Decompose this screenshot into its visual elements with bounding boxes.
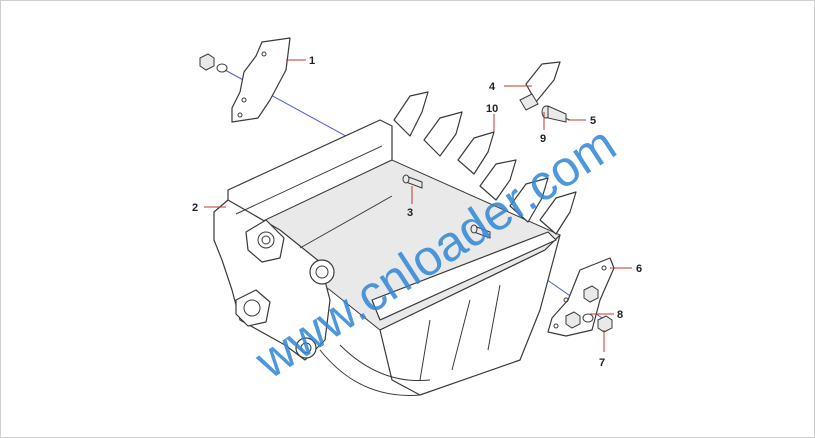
callout-1: 1 [309,55,315,67]
callout-10: 10 [486,103,498,115]
nut-washer-left [199,53,228,73]
tooth-assembly-detail [519,61,571,123]
callout-8: 8 [617,309,623,321]
linkage-boss-upper [245,219,285,263]
pin-boss-front [295,259,335,359]
leader-lines [204,59,632,352]
callout-6: 6 [636,263,642,275]
side-cutter-right [547,257,615,337]
teeth-row [393,91,577,235]
bucket-body [213,119,561,396]
callout-7: 7 [599,357,605,369]
callout-4: 4 [489,81,496,93]
side-cutter-left [231,37,291,123]
callout-5: 5 [590,115,596,127]
pin-left [402,174,423,189]
linkage-boss-lower [235,289,271,327]
callout-9: 9 [540,133,546,145]
callout-2: 2 [192,202,198,214]
pin-right [470,224,491,239]
callout-3: 3 [407,207,413,219]
nuts-right [565,285,613,333]
